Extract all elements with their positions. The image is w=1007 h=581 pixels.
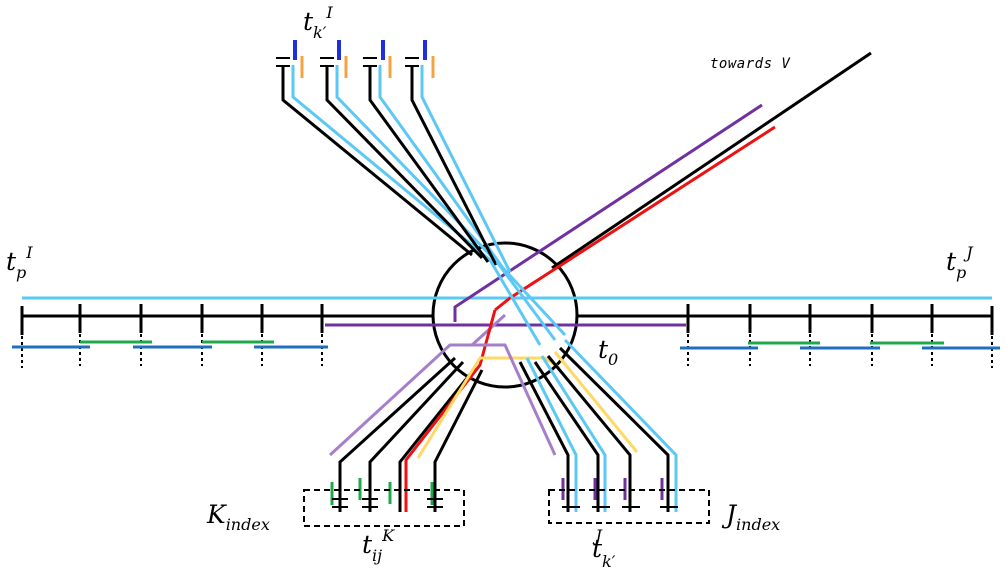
bottom-left-green-marks (330, 478, 434, 505)
label-tij-k: tijK (362, 526, 395, 565)
label-tp-i: tpI (6, 243, 33, 282)
bottom-right-bundle (455, 338, 678, 512)
top-bundles (281, 65, 512, 273)
towards-v-lines (453, 51, 872, 322)
k-index-box (303, 489, 465, 527)
label-k-index: Kindex (206, 500, 270, 534)
horizontal-lines (22, 296, 992, 327)
red-to-v (494, 125, 776, 312)
bottom-left-tick-marks (332, 498, 443, 508)
top-tick-marks (276, 57, 419, 67)
left-ticks (20, 304, 324, 335)
right-colored-segments (680, 341, 1000, 350)
purple-to-v (453, 103, 763, 322)
right-ticks (686, 304, 994, 335)
label-tp-j: tpJ (946, 243, 974, 282)
right-dotted-ticks (687, 334, 993, 368)
label-j-index: Jindex (721, 500, 780, 534)
top-navy-marks (293, 40, 427, 60)
top-light-blue-into-hub (488, 259, 567, 346)
label-towards-v: towards V (710, 56, 791, 72)
left-colored-segments (12, 340, 328, 349)
label-tk-prime-i: tk′I (303, 3, 333, 42)
j-index-box (548, 489, 710, 524)
top-orange-marks (300, 56, 435, 78)
black-to-v (551, 51, 872, 270)
label-t0: t0 (598, 335, 618, 369)
left-dotted-ticks (21, 334, 323, 368)
label-tk-prime-j: tk′J (592, 526, 616, 571)
bottom-left-bundle (328, 309, 561, 512)
